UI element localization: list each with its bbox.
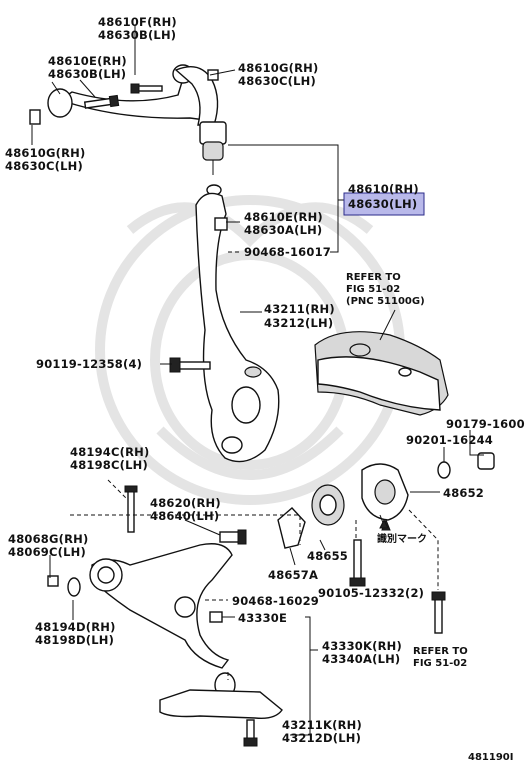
upper-arm-icon	[47, 64, 219, 126]
label-48630C-left[interactable]: 48630C(LH)	[5, 159, 83, 173]
label-48610E-mid[interactable]: 48610E(RH)	[244, 210, 323, 224]
label-43211K[interactable]: 43211K(RH)	[282, 718, 362, 732]
highlight-box	[343, 192, 425, 216]
refer-line-3[interactable]: (PNC 51100G)	[346, 296, 425, 307]
label-48640[interactable]: 48640(LH)	[150, 509, 219, 523]
label-48652[interactable]: 48652	[443, 486, 484, 500]
label-48657A[interactable]: 48657A	[268, 568, 318, 582]
label-48630C-right[interactable]: 48630C(LH)	[238, 74, 316, 88]
label-90119[interactable]: 90119-12358(4)	[36, 357, 142, 371]
crossmember-icon	[314, 331, 449, 416]
label-43211[interactable]: 43211(RH)	[264, 302, 335, 316]
label-48610F[interactable]: 48610F(RH)	[98, 15, 177, 29]
label-48610E-top[interactable]: 48610E(RH)	[48, 54, 127, 68]
label-48620[interactable]: 48620(RH)	[150, 496, 221, 510]
leader-lines	[31, 69, 484, 736]
label-48069C[interactable]: 48069C(LH)	[8, 545, 86, 559]
ball-joint-icon	[159, 672, 283, 747]
refer2-line-2[interactable]: FIG 51-02	[413, 658, 467, 669]
label-48610[interactable]: 48610(RH)	[348, 182, 419, 196]
label-43330K[interactable]: 43330K(RH)	[322, 639, 402, 653]
label-43330E[interactable]: 43330E	[238, 611, 287, 625]
lower-arm-icon	[89, 529, 247, 669]
label-48198C[interactable]: 48198C(LH)	[70, 458, 148, 472]
label-48610G-left[interactable]: 48610G(RH)	[5, 146, 85, 160]
label-48198D[interactable]: 48198D(LH)	[35, 633, 114, 647]
label-90105[interactable]: 90105-12332(2)	[318, 586, 424, 600]
label-48610G-right[interactable]: 48610G(RH)	[238, 61, 318, 75]
label-48655[interactable]: 48655	[307, 549, 348, 563]
label-48068G[interactable]: 48068G(RH)	[8, 532, 88, 546]
label-90468-16029[interactable]: 90468-16029	[232, 594, 319, 608]
label-48630[interactable]: 48630(LH)	[348, 197, 417, 211]
label-90201[interactable]: 90201-16244	[406, 433, 493, 447]
label-43212[interactable]: 43212(LH)	[264, 316, 333, 330]
bolt-icon	[79, 25, 163, 109]
label-48630B-mid[interactable]: 48630B(LH)	[48, 67, 126, 81]
label-48630A[interactable]: 48630A(LH)	[244, 223, 322, 237]
label-90179[interactable]: 90179-16004	[446, 417, 525, 431]
label-90468-16017[interactable]: 90468-16017	[244, 245, 331, 259]
refer2-line-1[interactable]: REFER TO	[413, 646, 468, 657]
label-48194C[interactable]: 48194C(RH)	[70, 445, 149, 459]
refer-line-1[interactable]: REFER TO	[346, 272, 401, 283]
label-48194D[interactable]: 48194D(RH)	[35, 620, 116, 634]
knuckle-icon	[195, 184, 280, 463]
label-mark-jp[interactable]: 識別マーク	[377, 532, 427, 545]
bushing-icon	[277, 452, 495, 549]
nut-icon	[29, 69, 219, 125]
label-43212D[interactable]: 43212D(LH)	[282, 731, 361, 745]
bolt-icon	[349, 518, 446, 634]
ball-joint-icon	[199, 121, 227, 175]
bolt-icon	[169, 357, 211, 373]
bolt-icon	[47, 485, 223, 623]
label-48630B-top[interactable]: 48630B(LH)	[98, 28, 176, 42]
refer-line-2[interactable]: FIG 51-02	[346, 284, 400, 295]
label-43340A[interactable]: 43340A(LH)	[322, 652, 400, 666]
figure-id: 481190I	[468, 752, 513, 763]
